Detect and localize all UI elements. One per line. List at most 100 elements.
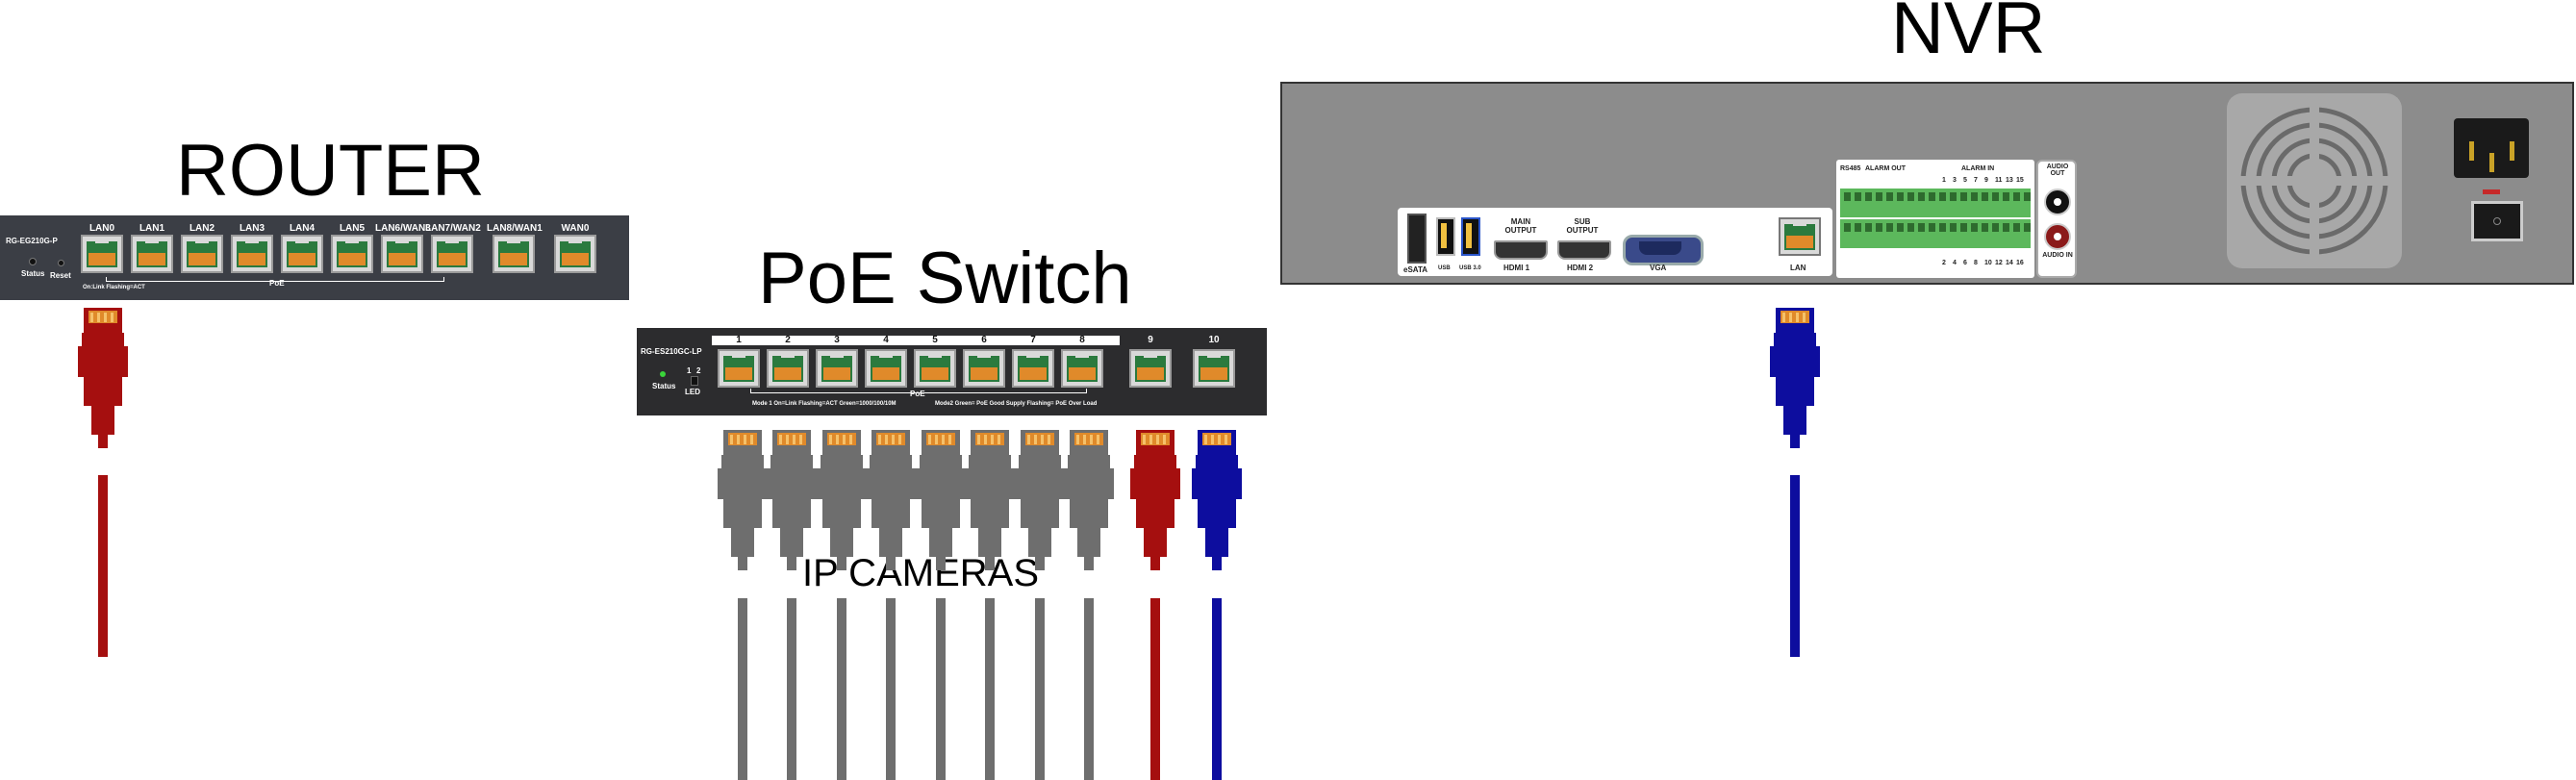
terminal-screw[interactable]: [1865, 192, 1872, 201]
terminal-screw[interactable]: [1939, 192, 1946, 201]
vga-label: VGA: [1650, 264, 1667, 272]
switch-port-4[interactable]: [865, 349, 907, 388]
terminal-screw[interactable]: [1939, 223, 1946, 232]
terminal-screw[interactable]: [1876, 192, 1882, 201]
router-status-label: Status: [21, 269, 45, 278]
router-port-9[interactable]: [554, 235, 596, 273]
switch-cable-plug-5: [916, 430, 966, 570]
terminal-screw[interactable]: [2024, 192, 2031, 201]
switch-led-button[interactable]: [691, 376, 698, 386]
switch-port-3[interactable]: [816, 349, 858, 388]
switch-cable-plug-2: [767, 430, 817, 570]
usb-port[interactable]: [1436, 217, 1455, 256]
router-port-7-label: LAN7/WAN2: [425, 223, 481, 234]
switch-port-5[interactable]: [914, 349, 956, 388]
switch-cable-plug-4: [866, 430, 916, 570]
switch-port-8[interactable]: [1061, 349, 1103, 388]
audio-out-jack[interactable]: [2044, 189, 2071, 215]
switch-port-6[interactable]: [963, 349, 1005, 388]
terminal-screw[interactable]: [2024, 223, 2031, 232]
rs485-label: RS485: [1840, 165, 1861, 172]
terminal-screw[interactable]: [1865, 223, 1872, 232]
terminal-screw[interactable]: [1992, 192, 1999, 201]
terminal-screw[interactable]: [1929, 223, 1935, 232]
alarm-in-number-bottom: 12: [1995, 260, 2003, 266]
router-port-0[interactable]: [81, 235, 123, 273]
router-reset-hole[interactable]: [58, 260, 64, 266]
switch-port-2[interactable]: [767, 349, 809, 388]
vga-port[interactable]: [1623, 235, 1704, 265]
audio-in-label: AUDIO IN: [2042, 252, 2073, 259]
usb3-port[interactable]: [1461, 217, 1480, 256]
router-port-3[interactable]: [231, 235, 273, 273]
router-port-5[interactable]: [331, 235, 373, 273]
terminal-screw[interactable]: [1844, 223, 1851, 232]
terminal-screw[interactable]: [1971, 223, 1978, 232]
terminal-screw[interactable]: [1855, 192, 1861, 201]
terminal-screw[interactable]: [1971, 192, 1978, 201]
terminal-screw[interactable]: [1918, 192, 1925, 201]
switch-port-5-label: 5: [932, 335, 938, 345]
terminal-screw[interactable]: [2013, 223, 2020, 232]
switch-port-7[interactable]: [1012, 349, 1054, 388]
terminal-screw[interactable]: [1982, 223, 1988, 232]
switch-port-9[interactable]: [1129, 349, 1172, 388]
terminal-screw[interactable]: [1950, 223, 1957, 232]
router-port-1[interactable]: [131, 235, 173, 273]
alarm-in-number-top: 7: [1974, 177, 1978, 184]
switch-port-header-bar: [712, 336, 1120, 345]
alarm-in-number-bottom: 16: [2016, 260, 2024, 266]
hdmi1-port[interactable]: [1494, 240, 1548, 260]
terminal-screw[interactable]: [1950, 192, 1957, 201]
terminal-screw[interactable]: [1992, 223, 1999, 232]
audio-in-jack[interactable]: [2044, 223, 2071, 250]
alarm-in-label: ALARM IN: [1961, 165, 1995, 172]
alarm-terminal-block-top[interactable]: [1840, 189, 2031, 217]
switch-port-10-label: 10: [1208, 335, 1220, 345]
alarm-in-number-top: 11: [1995, 177, 2003, 184]
terminal-screw[interactable]: [1907, 223, 1914, 232]
hdmi2-port[interactable]: [1557, 240, 1611, 260]
esata-port[interactable]: [1407, 214, 1427, 264]
router-port-3-label: LAN3: [239, 223, 265, 234]
terminal-screw[interactable]: [1897, 223, 1904, 232]
switch-status-led: [660, 371, 666, 377]
nvr-lan-port[interactable]: [1779, 217, 1821, 256]
router-port-5-label: LAN5: [339, 223, 366, 234]
router-port-8[interactable]: [492, 235, 535, 273]
terminal-screw[interactable]: [1982, 192, 1988, 201]
switch-cable-plug-8: [1064, 430, 1114, 570]
switch-port-1[interactable]: [718, 349, 760, 388]
switch-port-3-label: 3: [834, 335, 840, 345]
alarm-terminal-block-bottom[interactable]: [1840, 219, 2031, 248]
router-port-4[interactable]: [281, 235, 323, 273]
terminal-screw[interactable]: [1886, 192, 1893, 201]
terminal-screw[interactable]: [1886, 223, 1893, 232]
switch-port-10[interactable]: [1193, 349, 1235, 388]
terminal-screw[interactable]: [1844, 192, 1851, 201]
router-port-2[interactable]: [181, 235, 223, 273]
router-port-7[interactable]: [431, 235, 473, 273]
terminal-screw[interactable]: [1960, 223, 1967, 232]
terminal-screw[interactable]: [1907, 192, 1914, 201]
terminal-screw[interactable]: [1897, 192, 1904, 201]
nvr-device: eSATA USB USB 3.0 MAIN OUTPUT HDMI 1 SUB…: [1280, 82, 2574, 285]
terminal-screw[interactable]: [2003, 192, 2009, 201]
terminal-screw[interactable]: [2003, 223, 2009, 232]
terminal-screw[interactable]: [1960, 192, 1967, 201]
terminal-screw[interactable]: [1855, 223, 1861, 232]
terminal-screw[interactable]: [2013, 192, 2020, 201]
router-port-4-label: LAN4: [289, 223, 316, 234]
switch-led-number-1: 1: [687, 366, 692, 375]
power-switch[interactable]: [2471, 201, 2523, 241]
router-port-6[interactable]: [381, 235, 423, 273]
fan-icon: [2238, 105, 2390, 257]
alarm-in-number-bottom: 14: [2006, 260, 2013, 266]
esata-label: eSATA: [1403, 265, 1428, 274]
terminal-screw[interactable]: [1929, 192, 1935, 201]
terminal-screw[interactable]: [1918, 223, 1925, 232]
switch-port-1-label: 1: [736, 335, 742, 345]
terminal-screw[interactable]: [1876, 223, 1882, 232]
power-socket[interactable]: [2454, 118, 2529, 178]
